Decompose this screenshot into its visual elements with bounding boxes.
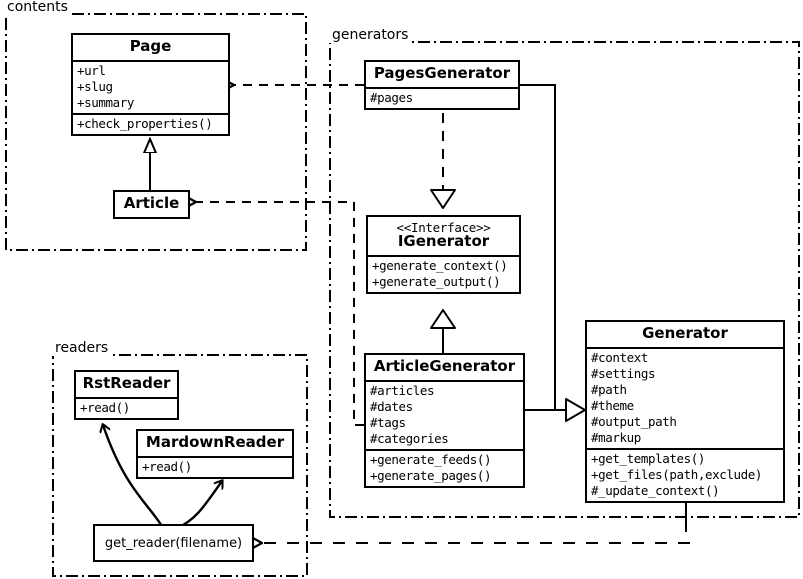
class-attributes-generator: #context #settings #path #theme #output_…	[587, 346, 783, 448]
class-attributes-articlegenerator: #articles #dates #tags #categories	[366, 379, 523, 449]
class-operations-mardownreader: +read()	[138, 455, 292, 477]
operation-row: +check_properties()	[77, 115, 213, 131]
class-box-rstreader[interactable]: RstReader +read()	[74, 370, 179, 420]
class-operations-generator: +get_templates() +get_files(path,exclude…	[587, 447, 783, 501]
relation-get_reader-creates-mardownreader	[176, 481, 222, 530]
package-label-generators: generators	[329, 27, 412, 43]
class-box-mardownreader[interactable]: MardownReader +read()	[136, 429, 294, 479]
package-label-readers: readers	[52, 340, 112, 356]
operation-row: +generate_feeds()	[370, 451, 492, 467]
class-name-article: Article	[123, 194, 180, 212]
relation-pagesgenerator-realizes-igenerator	[430, 113, 456, 209]
operation-row: +get_templates()	[591, 450, 706, 466]
relation-pagesgenerator-inherits-generator	[520, 84, 565, 411]
class-name-generator: Generator	[642, 324, 728, 342]
class-name-page: Page	[129, 37, 172, 55]
class-name-articlegenerator: ArticleGenerator	[373, 357, 516, 375]
class-name-igenerator: <<Interface>> IGenerator	[368, 217, 519, 255]
operation-row: +get_files(path,exclude)	[591, 466, 763, 482]
class-attributes-page: +url +slug +summary	[73, 59, 228, 113]
class-operations-page: +check_properties()	[73, 112, 228, 134]
class-name-rstreader: RstReader	[82, 374, 171, 392]
operation-row: +read()	[80, 399, 130, 415]
attribute-row: #markup	[591, 429, 641, 445]
attribute-row: #settings	[591, 365, 656, 381]
class-box-articlegenerator[interactable]: ArticleGenerator #articles #dates #tags …	[364, 353, 525, 488]
class-box-pagesgenerator[interactable]: PagesGenerator #pages	[364, 60, 520, 110]
attribute-row: +summary	[77, 94, 135, 110]
relation-articlegenerator-inherits-generator	[525, 398, 586, 422]
class-box-generator[interactable]: Generator #context #settings #path #them…	[585, 320, 785, 503]
operation-row: +read()	[142, 458, 192, 474]
operation-row: +generate_context()	[372, 257, 508, 273]
attribute-row: #theme	[591, 397, 634, 413]
attribute-row: #articles	[370, 382, 435, 398]
function-label-get-reader: get_reader(filename)	[104, 535, 243, 551]
attribute-row: #tags	[370, 414, 406, 430]
class-name-mardownreader: MardownReader	[145, 433, 285, 451]
class-operations-rstreader: +read()	[76, 396, 177, 418]
class-name-pagesgenerator: PagesGenerator	[373, 64, 511, 82]
attribute-row: #path	[591, 381, 627, 397]
attribute-row: #categories	[370, 430, 449, 446]
attribute-row: #context	[591, 349, 649, 365]
operation-row: #_update_context()	[591, 482, 720, 498]
class-name-text-igenerator: IGenerator	[397, 232, 490, 251]
class-box-page[interactable]: Page +url +slug +summary +check_properti…	[71, 33, 230, 136]
relation-articlegenerator-uses-article	[196, 202, 364, 426]
attribute-row: +url	[77, 62, 106, 78]
operation-row: +generate_pages()	[370, 467, 492, 483]
class-box-article[interactable]: Article	[113, 190, 190, 219]
class-operations-articlegenerator: +generate_feeds() +generate_pages()	[366, 448, 523, 486]
class-box-igenerator[interactable]: <<Interface>> IGenerator +generate_conte…	[366, 215, 521, 294]
attribute-row: #output_path	[591, 413, 677, 429]
attribute-row: +slug	[77, 78, 113, 94]
operation-row: +generate_output()	[372, 273, 501, 289]
relation-articlegenerator-inherits-igenerator	[430, 309, 456, 353]
class-operations-igenerator: +generate_context() +generate_output()	[368, 254, 519, 292]
class-attributes-pagesgenerator: #pages	[366, 86, 518, 108]
function-box-get-reader[interactable]: get_reader(filename)	[93, 524, 254, 562]
package-label-contents: contents	[4, 0, 71, 15]
attribute-row: #pages	[370, 89, 413, 105]
attribute-row: #dates	[370, 398, 413, 414]
